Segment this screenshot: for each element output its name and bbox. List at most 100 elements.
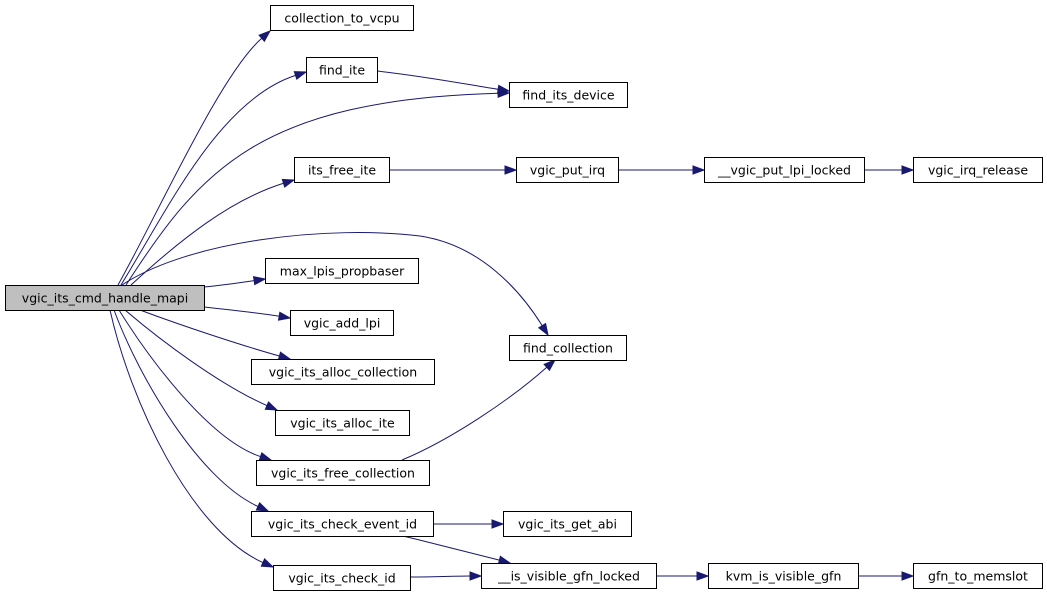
arrowhead-icon xyxy=(252,276,267,286)
edge-vgic_its_cmd_handle_mapi-to-find_ite xyxy=(120,71,308,286)
arrowhead-icon xyxy=(901,571,915,581)
arrowhead-icon xyxy=(543,359,557,372)
node-vgic_put_irq[interactable]: vgic_put_irq xyxy=(516,157,619,183)
node-box xyxy=(275,410,410,436)
edge-line xyxy=(139,309,280,357)
node-vgic_irq_release[interactable]: vgic_irq_release xyxy=(913,157,1043,183)
edge-line xyxy=(118,309,261,458)
node-vgic_its_cmd_handle_mapi[interactable]: vgic_its_cmd_handle_mapi xyxy=(5,285,205,311)
node-label: max_lpis_propbaser xyxy=(280,264,405,279)
edge-line xyxy=(124,309,268,407)
edge-kvm_is_visible_gfn-to-gfn_to_memslot xyxy=(858,571,915,581)
node-label: vgic_its_check_event_id xyxy=(268,517,417,532)
edge-vgic_its_cmd_handle_mapi-to-find_its_device xyxy=(125,88,511,286)
node-max_lpis_propbaser[interactable]: max_lpis_propbaser xyxy=(265,258,419,284)
node-vgic_its_check_id[interactable]: vgic_its_check_id xyxy=(273,565,411,591)
node-vgic_its_get_abi[interactable]: vgic_its_get_abi xyxy=(503,511,632,537)
edge-line xyxy=(113,309,259,507)
edge-its_free_ite-to-vgic_put_irq xyxy=(389,165,518,175)
node-label: vgic_irq_release xyxy=(928,163,1028,178)
node-label: collection_to_vcpu xyxy=(284,11,399,26)
node-box xyxy=(251,359,435,385)
node-label: find_ite xyxy=(319,63,365,78)
node-box xyxy=(256,460,430,486)
arrowhead-icon xyxy=(491,519,505,529)
node-box xyxy=(270,5,414,31)
node-box xyxy=(294,157,390,183)
edge-line xyxy=(109,309,264,563)
edge-vgic_its_cmd_handle_mapi-to-vgic_its_alloc_collection xyxy=(139,309,292,361)
node-box xyxy=(708,563,859,589)
edge-vgic_its_cmd_handle_mapi-to-vgic_its_check_id xyxy=(109,309,275,568)
arrowhead-icon xyxy=(469,571,483,581)
node-box xyxy=(509,82,628,108)
node-find_its_device[interactable]: find_its_device xyxy=(509,82,628,108)
edge-vgic_its_cmd_handle_mapi-to-vgic_its_free_collection xyxy=(118,309,273,461)
edge-__is_visible_gfn_locked-to-kvm_is_visible_gfn xyxy=(656,571,710,581)
node-__is_visible_gfn_locked[interactable]: __is_visible_gfn_locked xyxy=(481,563,657,589)
node-vgic_its_check_event_id[interactable]: vgic_its_check_event_id xyxy=(251,511,434,537)
node-box xyxy=(704,157,865,183)
node-its_free_ite[interactable]: its_free_ite xyxy=(294,157,390,183)
edge-vgic_its_check_event_id-to-vgic_its_get_abi xyxy=(433,519,505,529)
arrowhead-icon xyxy=(692,165,706,175)
node-label: vgic_its_alloc_collection xyxy=(269,365,417,380)
edge-line xyxy=(125,92,499,286)
node-vgic_add_lpi[interactable]: vgic_add_lpi xyxy=(290,310,394,336)
arrowhead-icon xyxy=(537,322,549,337)
node-box xyxy=(251,511,434,537)
edge-vgic_its_cmd_handle_mapi-to-vgic_its_check_event_id xyxy=(113,309,270,512)
node-vgic_its_alloc_collection[interactable]: vgic_its_alloc_collection xyxy=(251,359,435,385)
arrowhead-icon xyxy=(497,555,512,565)
edge-vgic_its_cmd_handle_mapi-to-find_collection xyxy=(121,232,549,337)
edge-vgic_its_cmd_handle_mapi-to-collection_to_vcpu xyxy=(117,30,272,286)
node-kvm_is_visible_gfn[interactable]: kvm_is_visible_gfn xyxy=(708,563,859,589)
arrowhead-icon xyxy=(255,501,270,512)
node-box xyxy=(509,335,627,361)
node-label: its_free_ite xyxy=(308,163,376,178)
edge-line xyxy=(203,306,280,317)
arrowhead-icon xyxy=(260,558,275,568)
node-__vgic_put_lpi_locked[interactable]: __vgic_put_lpi_locked xyxy=(704,157,865,183)
node-label: vgic_its_cmd_handle_mapi xyxy=(22,291,188,306)
arrowhead-icon xyxy=(277,311,292,321)
node-label: gfn_to_memslot xyxy=(928,569,1028,584)
node-vgic_its_free_collection[interactable]: vgic_its_free_collection xyxy=(256,460,430,486)
edge-line xyxy=(120,74,296,286)
node-vgic_its_alloc_ite[interactable]: vgic_its_alloc_ite xyxy=(275,410,410,436)
node-label: vgic_its_free_collection xyxy=(271,466,415,481)
edge-line xyxy=(402,535,500,561)
edge-vgic_its_check_event_id-to-__is_visible_gfn_locked xyxy=(402,535,512,565)
node-box xyxy=(273,565,411,591)
edge-line xyxy=(130,182,284,286)
arrowhead-icon xyxy=(258,451,273,461)
edge-line xyxy=(376,70,499,90)
node-label: vgic_put_irq xyxy=(530,163,605,178)
arrowhead-icon xyxy=(293,71,308,81)
node-box xyxy=(306,57,378,83)
node-gfn_to_memslot[interactable]: gfn_to_memslot xyxy=(913,563,1043,589)
arrowhead-icon xyxy=(264,401,279,411)
nodes-layer: vgic_its_cmd_handle_mapi collection_to_vc… xyxy=(5,5,1043,591)
arrowhead-icon xyxy=(504,165,518,175)
arrowhead-icon xyxy=(696,571,710,581)
edge-line xyxy=(203,280,255,288)
node-find_collection[interactable]: find_collection xyxy=(509,335,627,361)
edge-line xyxy=(117,37,263,286)
edge-line xyxy=(121,232,543,326)
node-label: __is_visible_gfn_locked xyxy=(497,569,640,584)
arrowhead-icon xyxy=(496,84,511,94)
edge-vgic_its_cmd_handle_mapi-to-max_lpis_propbaser xyxy=(203,276,267,288)
node-collection_to_vcpu[interactable]: collection_to_vcpu xyxy=(270,5,414,31)
node-find_ite[interactable]: find_ite xyxy=(306,57,378,83)
node-box xyxy=(481,563,657,589)
node-label: vgic_its_check_id xyxy=(288,571,395,586)
arrowhead-icon xyxy=(277,351,292,361)
edge-vgic_put_irq-to-__vgic_put_lpi_locked xyxy=(618,165,706,175)
edge-line xyxy=(401,366,548,461)
node-box xyxy=(265,258,419,284)
edge-line xyxy=(409,575,471,578)
node-label: vgic_its_alloc_ite xyxy=(290,416,395,431)
edge-vgic_its_cmd_handle_mapi-to-its_free_ite xyxy=(130,178,296,286)
